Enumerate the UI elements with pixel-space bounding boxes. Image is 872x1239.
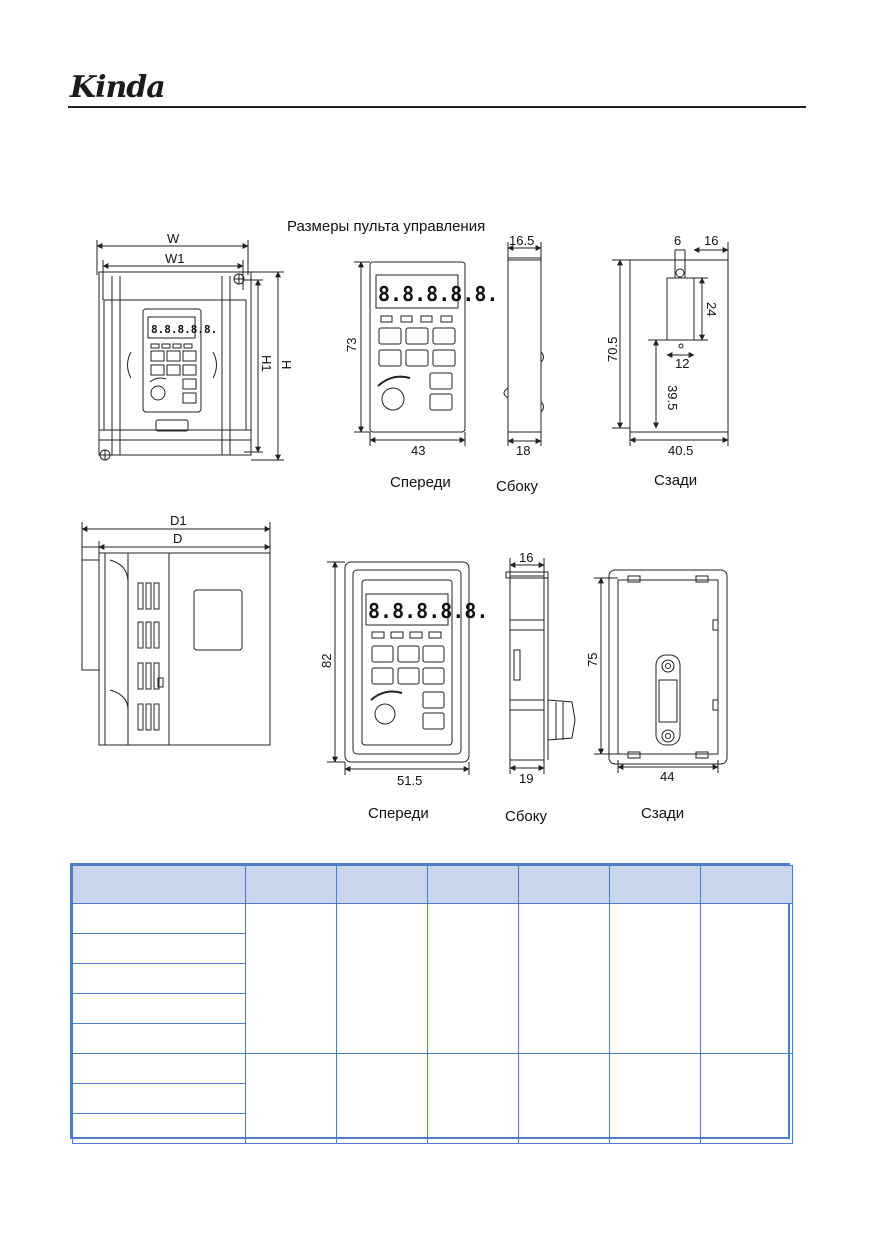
caption-front-2: Спереди — [368, 805, 429, 822]
dim-label-24: 24 — [704, 302, 719, 316]
table-cell-model — [72, 903, 246, 934]
table-header-row — [72, 865, 793, 904]
dim-label-40-5: 40.5 — [668, 443, 693, 458]
dim-label-75: 75 — [585, 653, 600, 667]
panel-large-back-view: 75 44 — [585, 569, 728, 784]
technical-drawings: 8.8.8.8.8. W W1 H H1 8.8.8.8.8. 73 — [81, 231, 729, 788]
panel-large-front-view: 8.8.8.8.8. 82 51.5 — [319, 561, 488, 788]
table-cell — [700, 1053, 793, 1144]
table-cell — [518, 903, 610, 1054]
table-cell — [245, 903, 337, 1054]
table-cell — [336, 903, 428, 1054]
table-header-cell — [72, 865, 246, 904]
caption-back-1: Сзади — [654, 472, 698, 489]
table-row — [72, 1053, 793, 1144]
dim-label-w1: W1 — [165, 251, 185, 266]
table-cell-model — [72, 933, 246, 964]
dim-label-43: 43 — [411, 443, 425, 458]
table-row — [72, 963, 793, 994]
caption-back-2: Сзади — [641, 805, 685, 822]
panel-small-display-digits: 8.8.8.8.8. — [378, 282, 498, 306]
dim-label-70-5: 70.5 — [605, 337, 620, 362]
table-header-cell — [427, 865, 519, 904]
dim-label-16-5: 16.5 — [509, 233, 534, 248]
inverter-front-view: 8.8.8.8.8. W W1 H H1 — [96, 231, 294, 461]
panel-dimensions-title: Размеры пульта управления — [287, 218, 486, 235]
panel-small-back-view: 6 16 24 70.5 12 39.5 40.5 — [605, 233, 729, 458]
table-header-cell — [700, 865, 793, 904]
dim-label-19: 19 — [519, 771, 533, 786]
dim-label-d: D — [173, 531, 182, 546]
inverter-side-view: D1 D — [81, 513, 271, 746]
panel-small-front-view: 8.8.8.8.8. 73 43 — [344, 261, 498, 458]
panel-large-side-view: 16 19 — [505, 550, 576, 786]
dim-label-73: 73 — [344, 338, 359, 352]
caption-front-1: Спереди — [390, 474, 451, 491]
table-cell-model — [72, 1113, 246, 1144]
table-cell-model — [72, 963, 246, 994]
table-row — [72, 1113, 793, 1144]
dim-label-44: 44 — [660, 769, 674, 784]
dim-label-d1: D1 — [170, 513, 187, 528]
kinda-logo: Kinda — [70, 70, 166, 105]
table-cell — [427, 1053, 519, 1144]
table-cell — [336, 1053, 428, 1144]
table-cell-model — [72, 1083, 246, 1114]
table-header-cell — [609, 865, 701, 904]
table-row — [72, 903, 793, 1054]
table-header-cell — [245, 865, 337, 904]
dim-label-6: 6 — [674, 233, 681, 248]
table-cell — [700, 903, 793, 1054]
table-cell — [427, 903, 519, 1054]
table-row — [72, 1023, 793, 1054]
table-cell-model — [72, 1023, 246, 1054]
caption-side-2: Сбоку — [505, 808, 547, 825]
panel-large-display-digits: 8.8.8.8.8. — [368, 599, 488, 623]
table-row — [72, 1083, 793, 1114]
table-header-cell — [336, 865, 428, 904]
table-cell — [609, 1053, 701, 1144]
dimensions-table — [70, 863, 793, 1144]
table-cell — [518, 1053, 610, 1144]
header-rule — [68, 106, 806, 108]
dim-label-82: 82 — [319, 654, 334, 668]
table-row — [72, 933, 793, 964]
dim-label-12: 12 — [675, 356, 689, 371]
table-cell — [609, 903, 701, 1054]
table-header-cell — [518, 865, 610, 904]
table-cell — [245, 1053, 337, 1144]
dim-label-18: 18 — [516, 443, 530, 458]
dim-label-w: W — [167, 231, 180, 246]
dim-label-h1: H1 — [259, 355, 274, 372]
dim-label-51-5: 51.5 — [397, 773, 422, 788]
dim-label-h: H — [279, 360, 294, 369]
table-cell-model — [72, 993, 246, 1024]
table-cell-model — [72, 1053, 246, 1084]
dim-label-16-large: 16 — [519, 550, 533, 565]
caption-side-1: Сбоку — [496, 478, 538, 495]
inverter-display-digits: 8.8.8.8.8. — [151, 323, 217, 336]
dim-label-16: 16 — [704, 233, 718, 248]
dim-label-39-5: 39.5 — [665, 385, 680, 410]
panel-small-side-view: 16.5 18 — [503, 233, 544, 458]
